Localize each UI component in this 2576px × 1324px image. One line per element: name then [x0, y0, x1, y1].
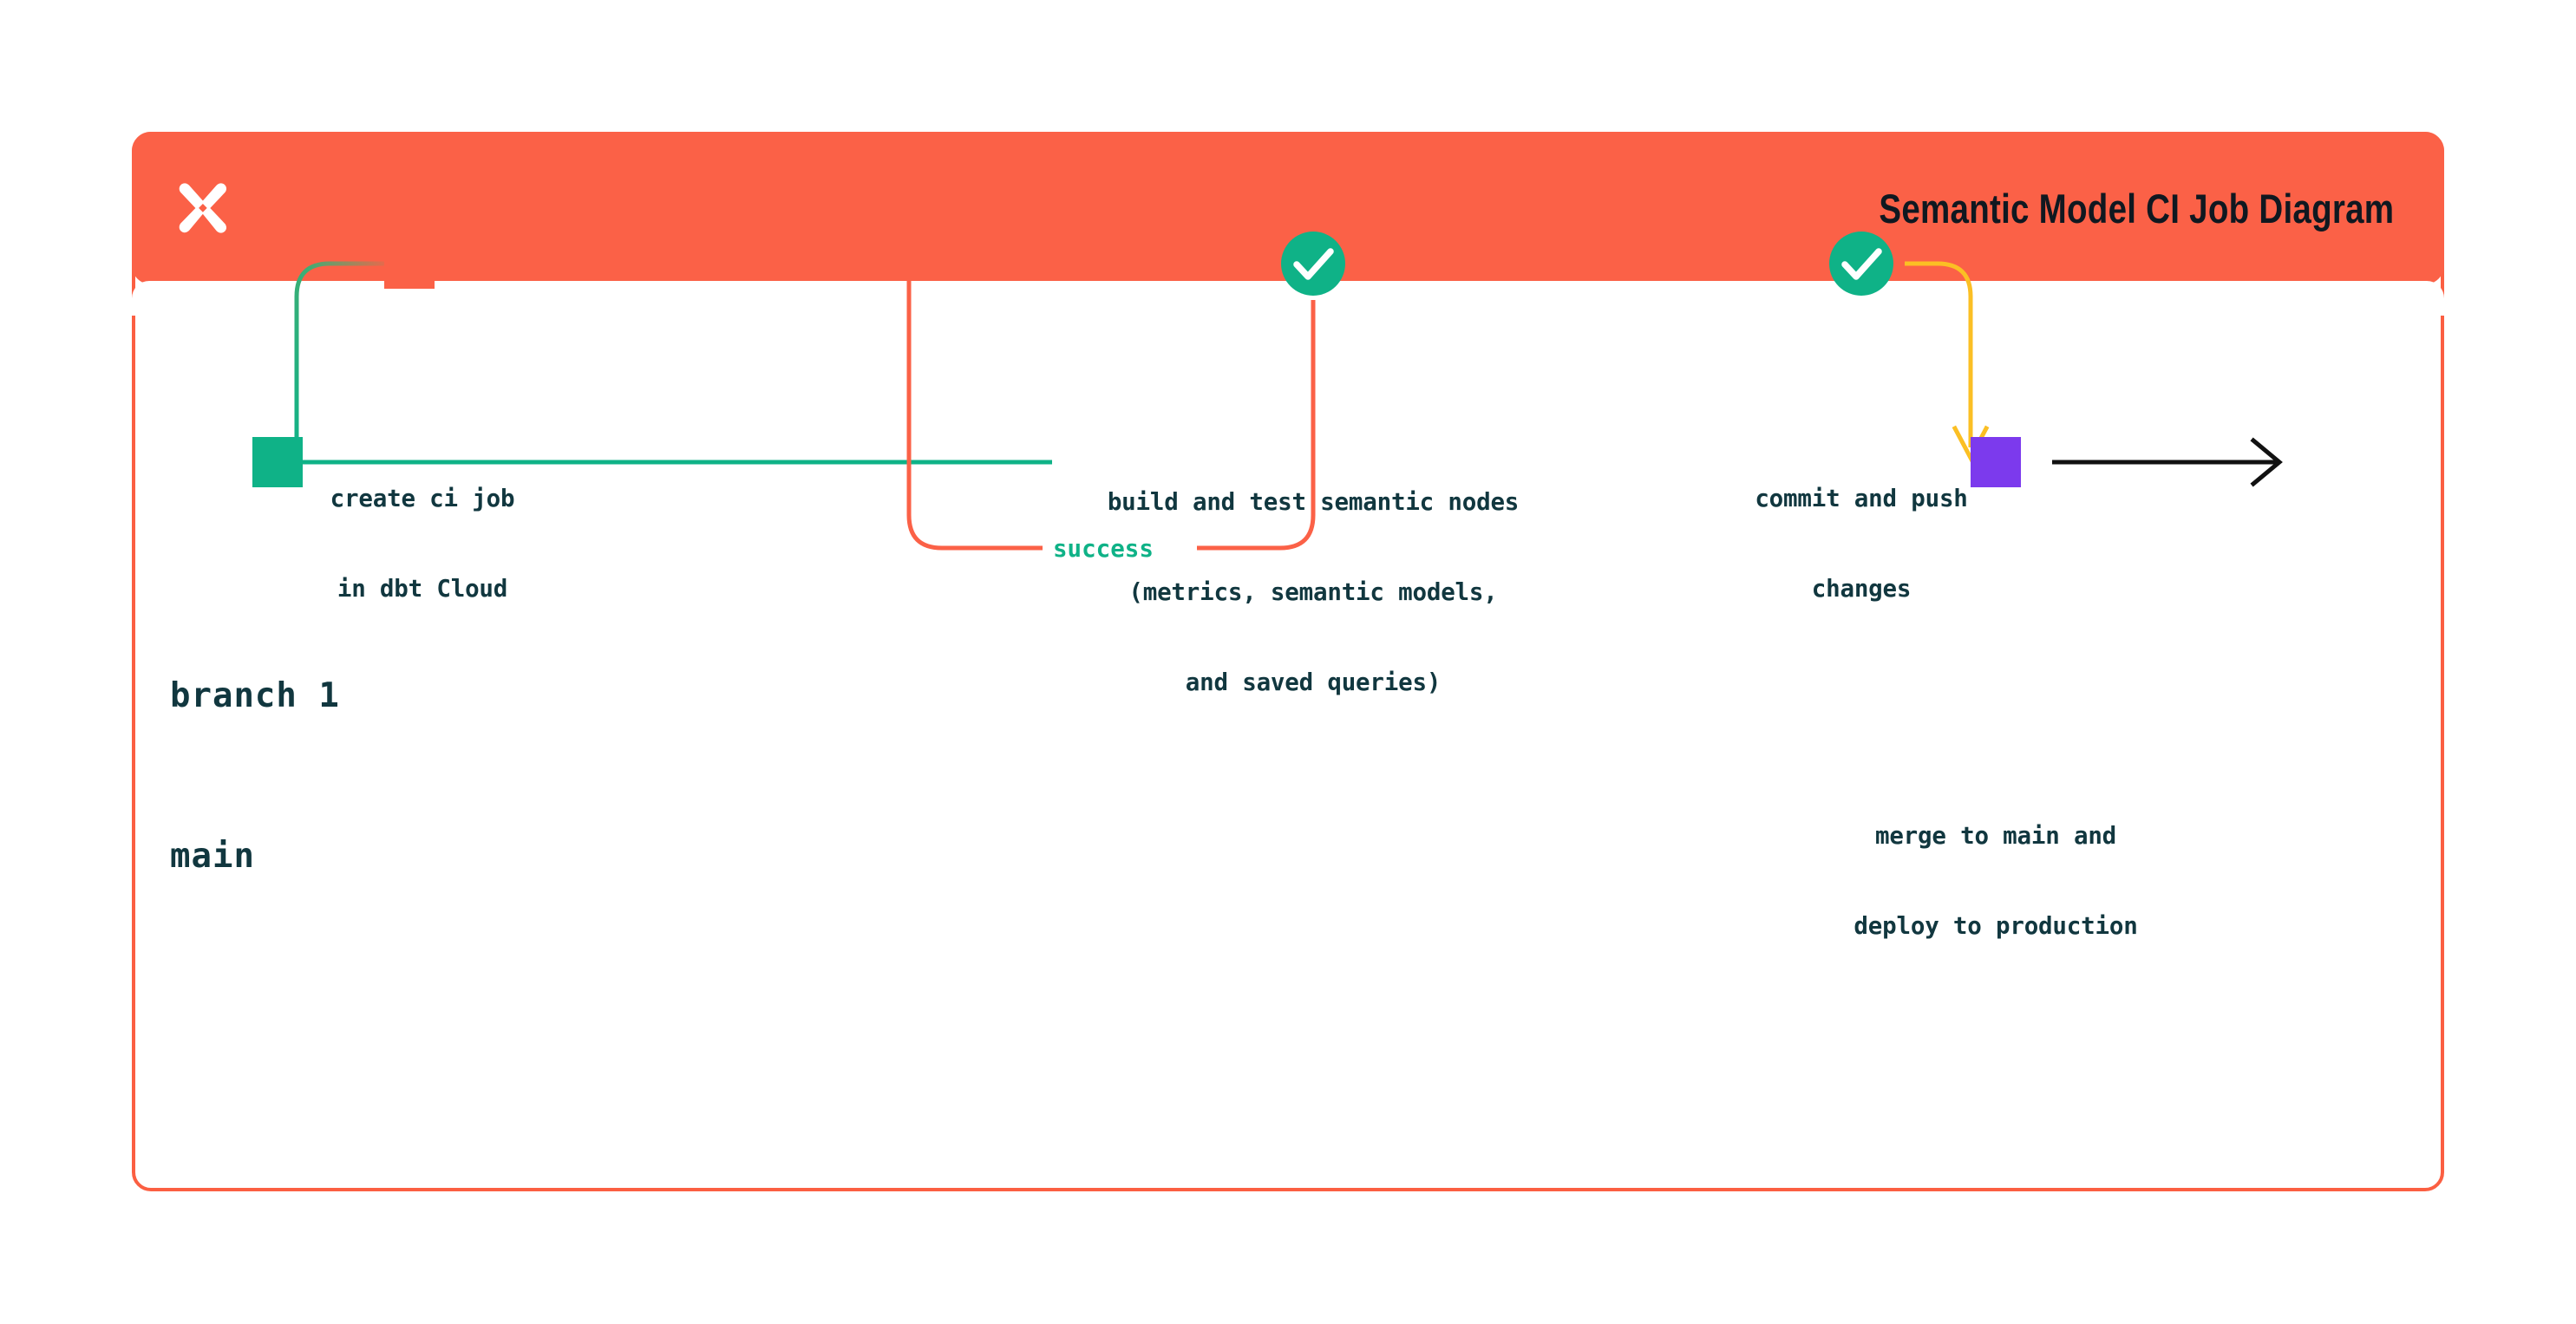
- node-label-line: commit and push: [1755, 485, 1968, 513]
- node-label-build-and-test: build and test semantic nodes (metrics, …: [971, 427, 1656, 758]
- node-label-merge-to-main: merge to main and deploy to production: [1770, 761, 2221, 1001]
- branch-1-rise: [294, 261, 396, 462]
- diagram-lines: [252, 232, 2283, 551]
- node-label-line: and saved queries): [1185, 669, 1442, 697]
- diagram-card: Semantic Model CI Job Diagram: [132, 132, 2444, 1191]
- node-label-commit-and-push: commit and push changes: [1688, 424, 2035, 664]
- dbt-logo-icon: [172, 177, 234, 239]
- check-icon: [1841, 248, 1882, 280]
- header-body-divider: [132, 281, 2444, 316]
- edge-label-success: success: [1043, 534, 1164, 564]
- node-merge-to-main-marker[interactable]: [1971, 437, 2021, 487]
- node-commit-and-push-marker[interactable]: [1829, 232, 1893, 296]
- node-label-line: in dbt Cloud: [337, 575, 508, 603]
- node-label-line: changes: [1811, 575, 1912, 603]
- node-build-and-test-marker[interactable]: [1281, 232, 1345, 296]
- node-create-ci-job-marker[interactable]: [384, 238, 435, 289]
- node-label-line: deploy to production: [1854, 912, 2138, 941]
- page-title: Semantic Model CI Job Diagram: [1879, 185, 2394, 232]
- diagram-canvas: branch 1 main create ci job in dbt Cloud…: [135, 135, 2448, 1195]
- node-label-create-ci-job: create ci job in dbt Cloud: [279, 424, 566, 664]
- main-continuation-arrow: [2052, 437, 2283, 487]
- main-branch-start-marker[interactable]: [252, 437, 303, 487]
- node-label-line: merge to main and: [1874, 822, 2117, 851]
- node-label-line: build and test semantic nodes: [1107, 488, 1520, 517]
- node-label-line: create ci job: [330, 485, 515, 513]
- check-icon: [1293, 248, 1334, 280]
- node-label-line: (metrics, semantic models,: [1128, 578, 1498, 607]
- branch-label-main: main: [170, 837, 255, 876]
- branch-label-branch-1: branch 1: [170, 676, 340, 715]
